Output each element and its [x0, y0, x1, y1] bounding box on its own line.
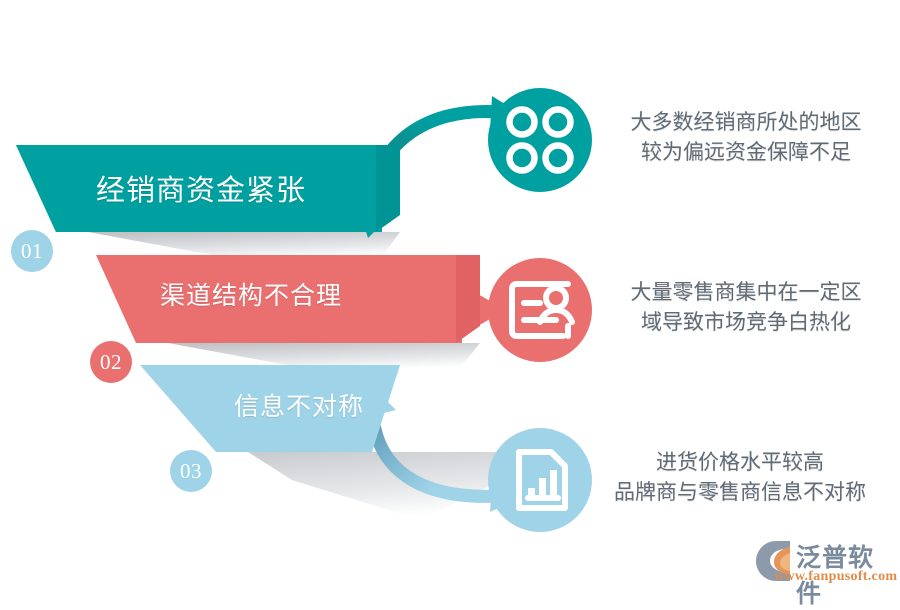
description-text-1: 大多数经销商所处的地区 较为偏远资金保障不足 — [630, 110, 862, 164]
four-circles-icon — [506, 106, 574, 174]
banner-3-fold-shadow — [248, 452, 560, 520]
icon-circle-1[interactable] — [488, 88, 592, 192]
brand-logo: 泛普软件 www.fanpusoft.com — [752, 538, 897, 608]
banner-shape-1 — [16, 145, 400, 232]
icon-circle-2[interactable] — [488, 258, 592, 362]
step-number-badge-01: 01 — [11, 230, 53, 272]
description-text-3: 进货价格水平较高 品牌商与零售商信息不对称 — [614, 450, 866, 504]
banner-shape-2 — [96, 255, 480, 343]
banner-shape-3 — [140, 365, 400, 452]
banner-label-2: 渠道结构不合理 — [160, 283, 343, 310]
logo-url: www.fanpusoft.com — [774, 569, 898, 584]
banner-label-1: 经销商资金紧张 — [96, 175, 307, 207]
document-bar-chart-icon — [516, 449, 568, 511]
banner-1-fold-shadow — [88, 232, 400, 262]
step-number-badge-03: 03 — [170, 450, 212, 492]
banner-2-fold-shadow — [168, 343, 480, 373]
fanpu-swoosh-logo-icon — [756, 541, 790, 581]
description-text-2: 大量零售商集中在一定区 域导致市场竞争白热化 — [630, 280, 862, 334]
step-number-badge-02: 02 — [90, 341, 132, 383]
id-card-person-icon — [509, 281, 575, 339]
banner-label-3: 信息不对称 — [234, 394, 365, 421]
banner-fold-shadows — [88, 232, 560, 520]
icon-circle-3[interactable] — [488, 428, 592, 532]
